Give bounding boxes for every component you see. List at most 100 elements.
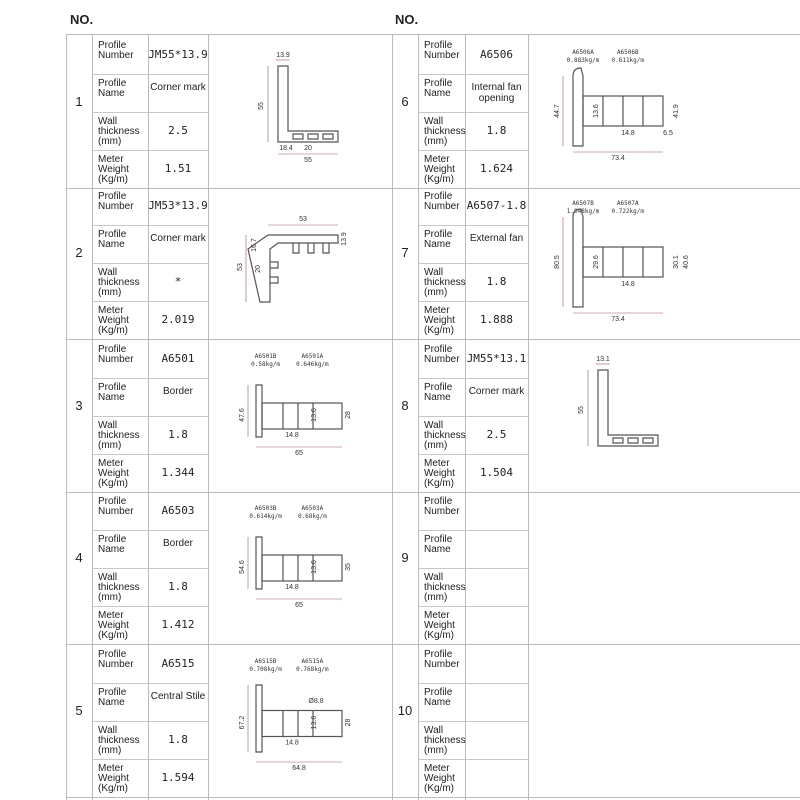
profile-chambers [282,555,314,581]
value-number: A6506 [479,48,514,61]
label-profile-name: Profile Name [98,78,127,99]
dimension-label: 18.4 [279,145,293,152]
frame-wall [255,384,263,438]
dimension-label: 55 [258,102,265,110]
value-number: A6503 [161,504,195,517]
note-label: 0.768kg/m [296,666,329,673]
row-border [66,644,800,645]
note-label: A6506B [617,49,639,56]
label-meter-weight: Meter Weight (Kg/m) [424,763,455,794]
dimension-label: 14.8 [285,432,299,439]
note-label: 0.68kg/m [298,513,327,520]
label-meter-weight: Meter Weight (Kg/m) [98,763,129,794]
profile-chambers [282,710,314,737]
label-profile-name: Profile Name [424,687,453,708]
dimension-label: 28 [345,411,352,419]
sub-row-border [418,416,528,417]
value-weight: 2.019 [161,313,195,326]
label-wall-thickness: Wall thickness (mm) [424,725,466,756]
sub-row-border [92,454,208,455]
dimension-label: 55 [578,406,585,414]
label-meter-weight: Meter Weight (Kg/m) [424,154,455,185]
note-label: A6515B [255,658,277,665]
value-weight: 1.412 [161,618,195,631]
value-wall: * [174,275,182,288]
sub-row-border [418,530,528,531]
frame-wall [255,684,263,753]
dimension-label: 47.6 [239,408,246,422]
value-name: Corner mark [468,386,525,397]
value-name: Border [162,386,193,397]
note-label: 1.048kg/m [567,208,600,215]
row-number: 4 [75,550,83,565]
label-wall-thickness: Wall thickness (mm) [424,116,466,147]
sub-row-border [92,568,208,569]
note-label: A6506A [572,49,594,56]
note-label: 0.883kg/m [567,57,600,64]
sub-row-border [92,530,208,531]
dimension-label: 13.9 [341,232,348,246]
note-label: A6501B [255,353,277,360]
sash-wall [572,208,584,308]
sub-row-border [418,683,528,684]
value-number: A6515 [161,657,195,670]
note-label: 0.708kg/m [249,666,282,673]
dimension-label: 13.6 [593,104,600,118]
note-label: 0.646kg/m [296,361,329,368]
value-wall: 1.8 [486,275,507,288]
dimension-label: 14.8 [285,584,299,591]
dimension-label: 13.1 [596,356,610,363]
value-name: External fan [469,233,524,244]
label-profile-name: Profile Name [424,78,453,99]
dimension-label: 13.6 [311,408,318,422]
profile-body [261,709,343,738]
column-border [528,34,529,800]
dimension-label: 14.8 [621,130,635,137]
dimension-label: 80.5 [554,255,561,269]
row-number: 3 [75,398,83,413]
sub-row-border [92,683,208,684]
note-label: A6503A [302,505,324,512]
dimension-label: 6.5 [663,130,673,137]
value-weight: 1.51 [164,162,192,175]
sub-row-border [92,74,208,75]
dimension-label: 44.7 [554,104,561,118]
note-label: 0.614kg/m [249,513,282,520]
sub-row-border [418,378,528,379]
value-wall: 1.8 [168,733,188,746]
sub-row-border [92,378,208,379]
label-meter-weight: Meter Weight (Kg/m) [424,458,455,489]
dimension-label: 53 [299,216,307,223]
note-label: A6501A [302,353,324,360]
label-profile-number: Profile Number [424,344,460,365]
value-wall: 1.8 [168,428,188,441]
profile-ribs [270,243,330,284]
label-meter-weight: Meter Weight (Kg/m) [98,154,129,185]
sub-row-border [418,301,528,302]
row-number: 10 [397,703,413,718]
label-profile-name: Profile Name [98,229,127,250]
profile-drawing: 13.1 55 [578,356,659,447]
sub-row-border [418,112,528,113]
row-border [66,188,800,189]
dimension-label: 20 [255,265,262,273]
label-wall-thickness: Wall thickness (mm) [98,725,140,756]
row-number: 8 [401,398,409,413]
value-wall: 2.5 [486,428,507,441]
row-border [66,492,800,493]
sub-row-border [92,263,208,264]
sub-row-border [92,606,208,607]
value-number: JM53*13.9 [148,199,208,212]
value-name: Border [162,538,193,549]
row-number: 7 [401,245,409,260]
note-label: 0.611kg/m [612,57,645,64]
note-label: A6515A [302,658,324,665]
dimension-label: 41.9 [673,104,680,118]
profile-chambers [602,247,644,277]
label-wall-thickness: Wall thickness (mm) [424,420,466,451]
label-wall-thickness: Wall thickness (mm) [424,267,466,298]
